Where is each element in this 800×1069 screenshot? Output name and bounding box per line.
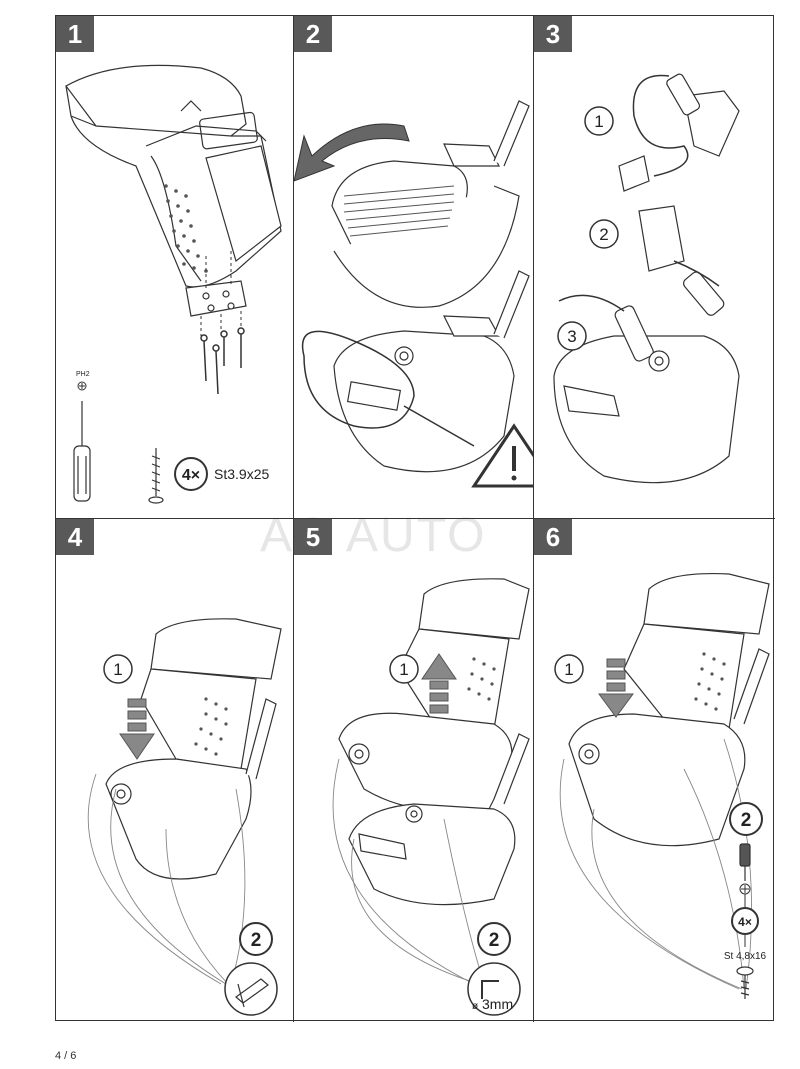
screwdriver-icon <box>73 401 91 502</box>
callout-3: 3 <box>567 327 576 346</box>
step-1-illustration: PH2 4× St3.9x25 <box>65 64 282 504</box>
pry-tool-icon <box>235 978 269 1004</box>
screw-icon <box>148 448 164 504</box>
callout-2: 2 <box>741 810 752 831</box>
callout-1: 1 <box>594 112 603 131</box>
screw-count-badge <box>174 457 208 491</box>
step-2-illustration <box>294 100 533 488</box>
step-number: 3 <box>534 16 572 52</box>
screw-count: 4× <box>182 467 200 484</box>
page-number: 4 / 6 <box>55 1050 77 1062</box>
step-5-illustration: 1 2 ø 3mm <box>332 578 530 1016</box>
hex-key-icon <box>481 980 499 999</box>
up-arrow-icon <box>421 653 457 714</box>
callout-2: 2 <box>489 930 500 951</box>
step-number: 1 <box>56 16 94 52</box>
step-3-panel: 3 1 2 3 <box>534 16 775 519</box>
step-3-illustration: 1 2 3 <box>553 73 740 484</box>
screw-spec: St 4,8x16 <box>724 951 767 962</box>
rotate-arrow-icon <box>294 123 410 182</box>
diameter-symbol: ø <box>472 1001 478 1012</box>
down-arrow-icon <box>598 658 634 718</box>
step-5-panel: 5 1 <box>294 519 534 1022</box>
wrench-size: 3mm <box>482 996 513 1012</box>
step-6-illustration: 1 2 4× St 4,8x16 <box>554 573 770 999</box>
step-6-panel: 6 1 <box>534 519 775 1022</box>
step-2-panel: 2 <box>294 16 534 519</box>
callout-2: 2 <box>599 225 608 244</box>
callout-1: 1 <box>564 660 573 679</box>
step-4-illustration: 1 2 <box>87 618 282 1016</box>
warning-icon <box>471 423 533 488</box>
down-arrow-icon <box>119 698 155 760</box>
step-1-panel: 1 <box>56 16 294 519</box>
callout-1: 1 <box>113 660 122 679</box>
screw-icon <box>736 966 754 999</box>
callout-1: 1 <box>399 660 408 679</box>
instruction-grid: 1 <box>55 15 775 1022</box>
tool-label: PH2 <box>76 371 90 378</box>
screw-count: 4× <box>738 915 752 929</box>
screw-spec: St3.9x25 <box>214 466 269 482</box>
step-number: 5 <box>294 519 332 555</box>
step-number: 4 <box>56 519 94 555</box>
screwdriver-icon <box>739 843 751 881</box>
callout-2: 2 <box>251 930 262 951</box>
step-4-panel: 4 1 <box>56 519 294 1022</box>
step-number: 2 <box>294 16 332 52</box>
step-number: 6 <box>534 519 572 555</box>
